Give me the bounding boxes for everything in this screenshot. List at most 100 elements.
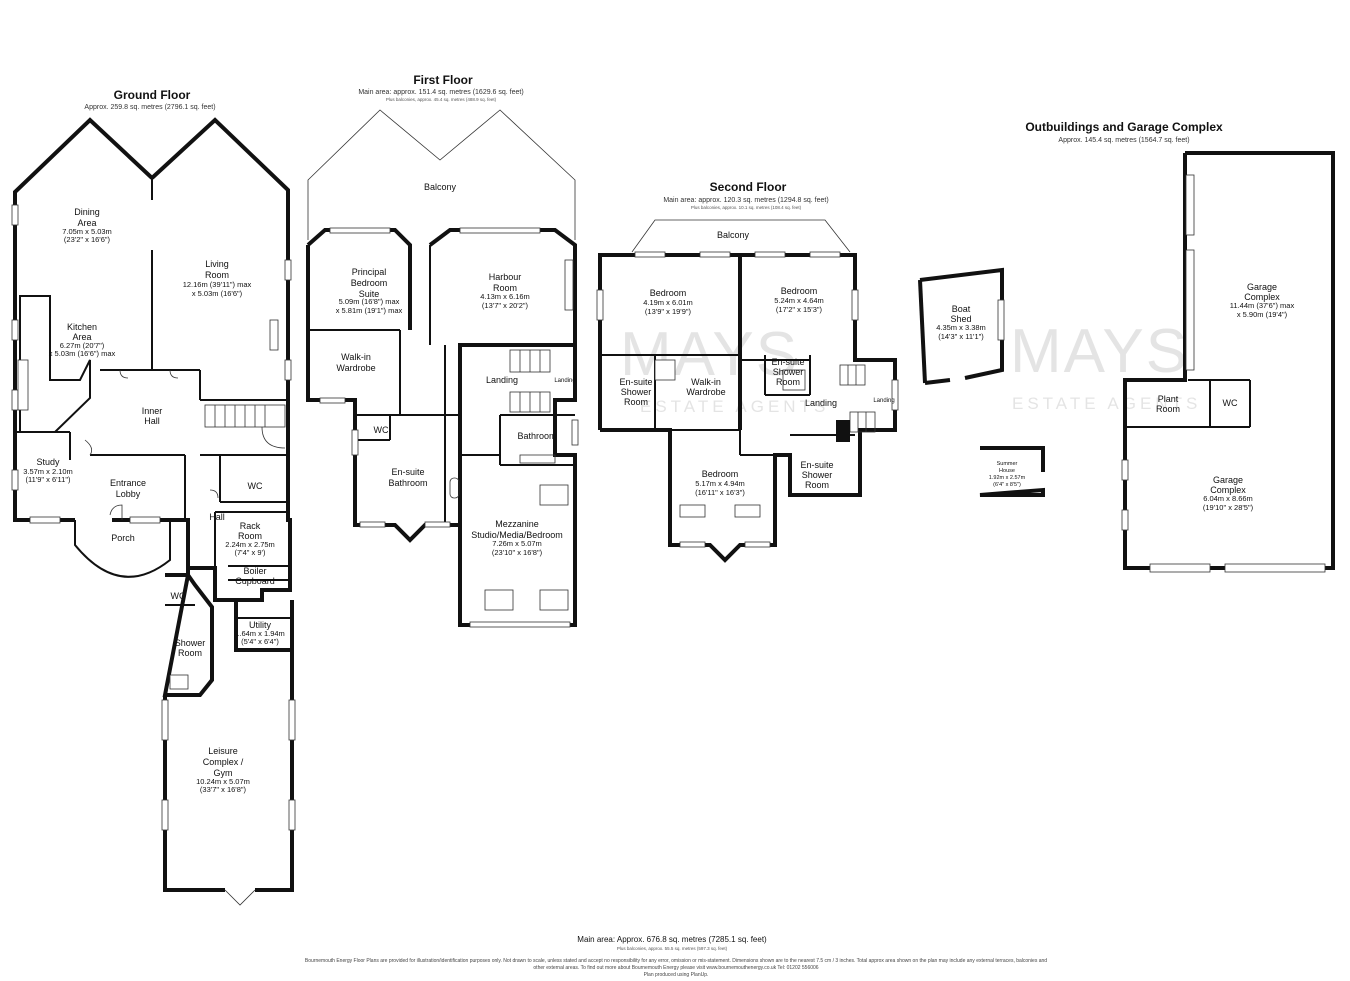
summer-house: Summer House 1.92m x 2.57m (6'4" x 8'5") <box>979 446 1045 497</box>
garage-lower-label: Garage Complex 6.04m x 8.66m (19'10" x 2… <box>1203 475 1254 512</box>
room-label-text: (6'4" x 8'5") <box>993 482 1021 488</box>
plan-line <box>169 369 179 379</box>
window <box>1185 249 1195 371</box>
plan-line <box>11 204 19 226</box>
footer: Main area: Approx. 676.8 sq. metres (728… <box>305 935 1047 978</box>
room-label-text: Room <box>205 270 229 280</box>
plan-line <box>284 259 292 281</box>
room-label-text: Shed <box>950 314 971 324</box>
window <box>288 799 296 831</box>
ensuite-b-label: En-suite Shower Room <box>771 357 804 387</box>
plan-line <box>891 379 899 411</box>
first-floor: First Floor Main area: approx. 151.4 sq.… <box>306 73 579 628</box>
first-floor-title: First Floor <box>413 73 473 87</box>
watermark-left-sub: ESTATE AGENTS <box>640 397 829 416</box>
room-label-text: Suite <box>359 289 380 299</box>
room-label-text: 4.19m x 6.01m <box>643 298 693 307</box>
room-label-text: House <box>999 468 1015 474</box>
room-label-text: (17'2" x 15'3") <box>776 305 823 314</box>
room-label-text: Study <box>36 457 60 467</box>
room-label-text: Room <box>776 377 800 387</box>
room-label-text: Complex <box>1210 485 1246 495</box>
room-label-text: Utility <box>249 620 271 630</box>
room-label-text: Walk-in <box>341 352 371 362</box>
room-label-text: Area <box>77 218 96 228</box>
plan-line <box>109 504 123 520</box>
room-label-text: Room <box>805 480 829 490</box>
room-label-text: Room <box>178 648 202 658</box>
entrance-lobby-label: Entrance Lobby <box>110 478 146 499</box>
chimney <box>836 420 850 442</box>
room-label-text: Lobby <box>116 489 141 499</box>
room-label-text: 5.17m x 4.94m <box>695 479 745 488</box>
room-label-text: Studio/Media/Bedroom <box>471 530 563 540</box>
room-label-text: 12.16m (39'11") max <box>183 280 252 289</box>
plan-line <box>809 251 841 258</box>
bedroom-a-label: Bedroom 4.19m x 6.01m (13'9" x 19'9") <box>643 288 693 316</box>
walkin-wardrobe-first-label: Walk-in Wardrobe <box>336 352 375 373</box>
ground-floor-area: Approx. 259.8 sq. metres (2796.1 sq. fee… <box>84 104 215 111</box>
room-label-text: 7.05m x 5.03m <box>62 227 112 236</box>
room-label-text: Entrance <box>110 478 146 488</box>
watermark: MAYS ESTATE AGENTS MAYS ESTATE AGENTS <box>620 317 1197 416</box>
plan-line <box>539 484 569 506</box>
watermark-right: MAYS <box>1010 317 1189 386</box>
study-label: Study 3.57m x 2.10m (11'9" x 6'11") <box>23 457 73 484</box>
room-label-text: Bathroom <box>388 478 427 488</box>
landing-first-small-label: Landing <box>554 378 575 384</box>
room-label-text: Gym <box>214 768 233 778</box>
first-windows <box>319 227 579 628</box>
room-label-text: Kitchen <box>67 322 97 332</box>
second-floor-balcony-note: Plus balconies, approx. 10.1 sq. metres … <box>691 205 802 210</box>
plan-line <box>84 439 93 456</box>
room-label-text: 1.64m x 1.94m <box>235 629 285 638</box>
plan-line <box>469 621 571 628</box>
plan-line <box>11 319 19 341</box>
leisure-outline <box>162 568 294 892</box>
room-label-text: 4.35m x 3.38m <box>936 323 986 332</box>
plan-line <box>851 289 859 321</box>
summer-house-outline <box>979 446 1045 497</box>
room-label-text: Area <box>72 332 91 342</box>
garage-door <box>1149 563 1211 573</box>
plan-line <box>679 541 706 548</box>
hall-label: Hall <box>209 512 225 522</box>
room-label-text: 5.24m x 4.64m <box>774 296 824 305</box>
plan-line <box>839 364 866 386</box>
room-label-text: x 5.03m (16'6") <box>192 289 243 298</box>
balcony-second-label: Balcony <box>717 230 750 240</box>
room-label-text: Garage <box>1213 475 1243 485</box>
plan-line <box>261 426 286 449</box>
room-label-text: Shower <box>773 367 804 377</box>
plan-line <box>539 589 569 611</box>
plan-line <box>319 397 346 404</box>
plan-line <box>782 369 806 391</box>
room-label-text: (23'2" x 16'6") <box>64 235 111 244</box>
room-label-text: En-suite <box>619 377 652 387</box>
plan-line <box>29 516 61 524</box>
room-label-text: Principal <box>352 267 387 277</box>
bedroom-b-label: Bedroom 5.24m x 4.64m (17'2" x 15'3") <box>774 286 824 314</box>
second-balcony-outline <box>631 219 851 253</box>
bathroom-first-label: Bathroom <box>517 431 556 441</box>
disclaimer-line-2: other external areas. To find out more a… <box>533 965 818 971</box>
room-label-text: (7'4" x 9') <box>235 548 266 557</box>
room-label-text: (19'10" x 28'5") <box>1203 503 1254 512</box>
utility-label: Utility 1.64m x 1.94m (5'4" x 6'4") <box>235 620 285 646</box>
boat-shed-wall <box>918 279 927 384</box>
room-label-text: x 5.03m (16'6") max <box>49 349 116 358</box>
plan-line <box>754 251 786 258</box>
outbuildings: Outbuildings and Garage Complex Approx. … <box>1025 120 1335 573</box>
plan-line <box>459 227 541 234</box>
plan-line <box>744 541 771 548</box>
room-label-text: Hall <box>144 416 160 426</box>
garage-outline <box>1123 151 1335 570</box>
boat-shed: Boat Shed 4.35m x 3.38m (14'3" x 11'1") <box>918 267 1005 385</box>
room-label-text: (13'7" x 20'2") <box>482 301 529 310</box>
outbuildings-area: Approx. 145.4 sq. metres (1564.7 sq. fee… <box>1058 137 1189 144</box>
bedroom-c-label: Bedroom 5.17m x 4.94m (16'11" x 16'3") <box>695 469 745 497</box>
wc-garage-label: WC <box>1223 398 1238 408</box>
total-area: Main area: Approx. 676.8 sq. metres (728… <box>577 935 767 944</box>
ensuite-bathroom-label: En-suite Bathroom <box>388 467 427 488</box>
landing-second-label: Landing <box>805 398 837 408</box>
